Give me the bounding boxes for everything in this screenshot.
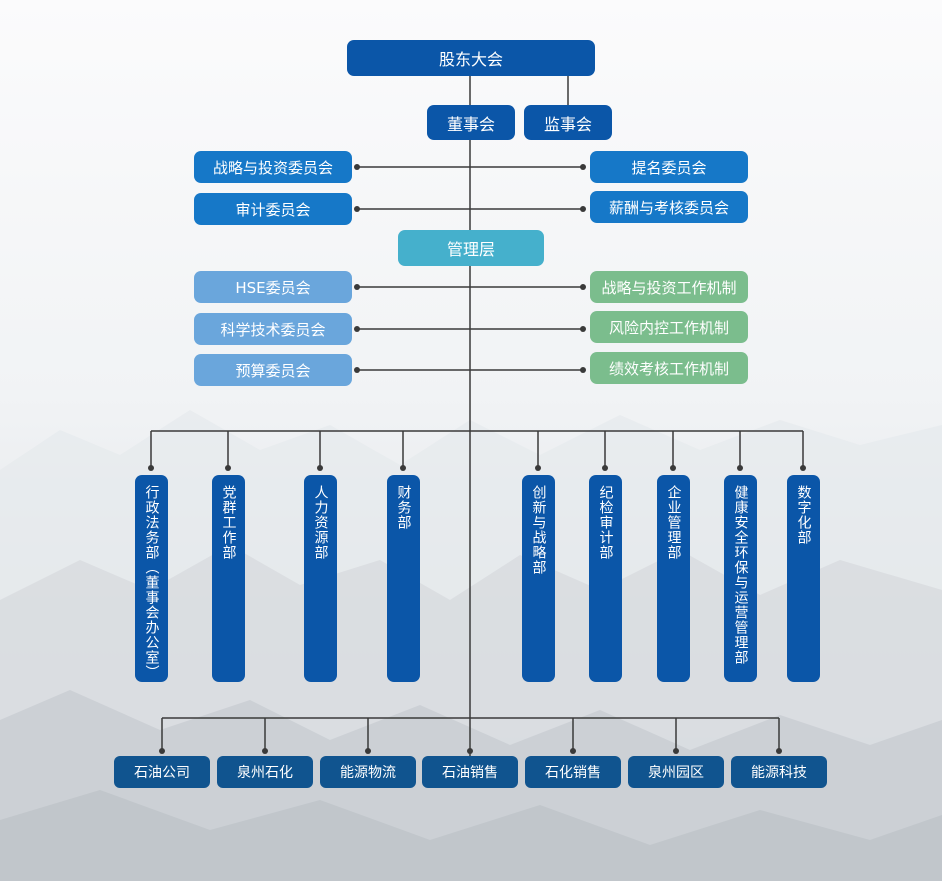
working-mechanism-right-1: 战略与投资工作机制 (590, 271, 748, 303)
department-box: 财务部 (387, 475, 420, 682)
department-box: 企业管理部 (657, 475, 690, 682)
board-committee-label: 提名委员会 (631, 158, 707, 177)
department-label: 健康安全环保与运营管理部 (732, 485, 749, 665)
subsidiary-box: 能源物流 (320, 756, 416, 788)
subsidiary-label: 泉州石化 (237, 765, 293, 781)
working-mechanism-label: 风险内控工作机制 (608, 318, 729, 337)
management-committee-left-2: 科学技术委员会 (194, 313, 352, 345)
subsidiary-label: 泉州园区 (648, 765, 704, 781)
shareholders-meeting-label: 股东大会 (438, 50, 503, 69)
department-box: 健康安全环保与运营管理部 (724, 475, 757, 682)
subsidiary-label: 石油销售 (442, 765, 498, 781)
department-label: 创新与战略部 (530, 485, 547, 575)
board-committee-label: 战略与投资委员会 (212, 158, 333, 177)
department-box: 党群工作部 (212, 475, 245, 682)
board-committee-left-1: 战略与投资委员会 (194, 151, 352, 183)
board-committee-label: 审计委员会 (235, 200, 311, 219)
subsidiary-label: 石油公司 (134, 765, 190, 781)
management-committee-label: 科学技术委员会 (220, 320, 326, 339)
board-committee-right-2: 薪酬与考核委员会 (590, 191, 748, 223)
shareholders-meeting-box: 股东大会 (347, 40, 595, 76)
subsidiary-box: 石油公司 (114, 756, 210, 788)
management-committee-left-3: 预算委员会 (194, 354, 352, 386)
department-label: 企业管理部 (665, 485, 682, 560)
subsidiary-label: 能源物流 (340, 765, 396, 781)
management-box: 管理层 (398, 230, 544, 266)
management-committee-label: HSE委员会 (235, 278, 311, 297)
board-of-directors-box: 董事会 (427, 105, 515, 140)
management-committee-left-1: HSE委员会 (194, 271, 352, 303)
board-committee-right-1: 提名委员会 (590, 151, 748, 183)
management-committee-label: 预算委员会 (235, 361, 311, 380)
working-mechanism-label: 战略与投资工作机制 (601, 278, 737, 297)
board-committee-left-2: 审计委员会 (194, 193, 352, 225)
department-box: 行政法务部（董事会办公室） (135, 475, 168, 682)
department-label: 行政法务部（董事会办公室） (143, 485, 160, 680)
board-committee-label: 薪酬与考核委员会 (608, 198, 729, 217)
subsidiary-label: 石化销售 (545, 765, 601, 781)
department-label: 人力资源部 (312, 485, 329, 560)
supervisory-board-label: 监事会 (543, 114, 592, 134)
subsidiary-box: 石油销售 (422, 756, 518, 788)
department-box: 创新与战略部 (522, 475, 555, 682)
department-label: 党群工作部 (220, 485, 237, 560)
subsidiary-box: 能源科技 (731, 756, 827, 788)
department-label: 纪检审计部 (597, 485, 614, 560)
department-box: 人力资源部 (304, 475, 337, 682)
working-mechanism-label: 绩效考核工作机制 (608, 359, 729, 378)
working-mechanism-right-3: 绩效考核工作机制 (590, 352, 748, 384)
supervisory-board-box: 监事会 (524, 105, 612, 140)
subsidiary-box: 石化销售 (525, 756, 621, 788)
management-label: 管理层 (446, 240, 495, 259)
department-box: 数字化部 (787, 475, 820, 682)
subsidiary-label: 能源科技 (751, 765, 807, 781)
department-box: 纪检审计部 (589, 475, 622, 682)
board-of-directors-label: 董事会 (446, 114, 495, 134)
subsidiary-box: 泉州石化 (217, 756, 313, 788)
department-label: 财务部 (395, 485, 412, 530)
subsidiary-box: 泉州园区 (628, 756, 724, 788)
department-label: 数字化部 (795, 485, 812, 545)
working-mechanism-right-2: 风险内控工作机制 (590, 311, 748, 343)
